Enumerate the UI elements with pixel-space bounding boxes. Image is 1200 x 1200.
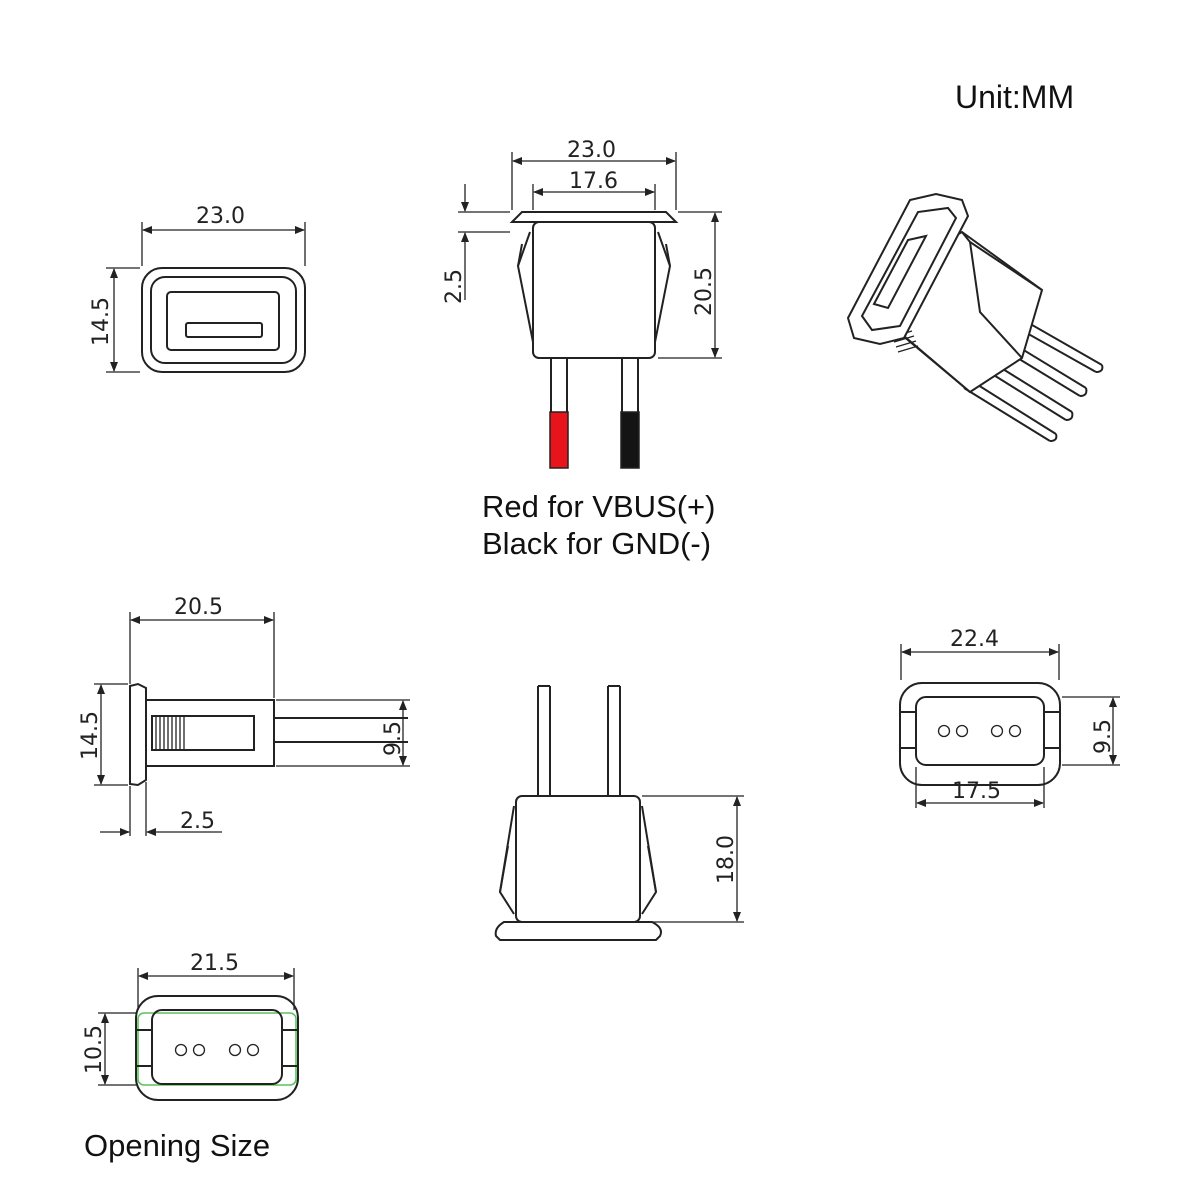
side-outer-width-label: 23.0	[567, 138, 616, 163]
back-view: 22.4 17.5 9.5	[899, 627, 1120, 808]
opening-view: 21.5 10.5	[82, 951, 299, 1101]
side-view: 23.0 17.6 2.5 20.5	[442, 138, 722, 469]
front-width-label: 23.0	[196, 204, 245, 229]
opening-width-label: 21.5	[190, 951, 239, 976]
opening-size-caption: Opening Size	[84, 1128, 270, 1163]
isometric-view	[846, 192, 1104, 442]
back-inner-width-label: 17.5	[952, 779, 1001, 804]
wire-note-red: Red for VBUS(+)	[482, 489, 715, 524]
profile-length-label: 20.5	[174, 595, 223, 620]
opening-height-label: 10.5	[82, 1025, 107, 1074]
side-height-label: 20.5	[692, 267, 717, 316]
side-flange-label: 2.5	[442, 269, 467, 304]
side-inner-width-label: 17.6	[569, 169, 618, 194]
opening-cutout-outline	[137, 1012, 297, 1086]
unit-label: Unit:MM	[955, 79, 1074, 115]
profile-lead-label: 9.5	[381, 721, 406, 756]
red-wire-tip	[549, 411, 569, 469]
profile-flange-label: 2.5	[180, 809, 215, 834]
back-height-label: 9.5	[1091, 719, 1116, 754]
rear-height-label: 18.0	[714, 835, 739, 884]
profile-height-label: 14.5	[78, 711, 103, 760]
black-wire-tip	[620, 411, 640, 469]
back-outer-width-label: 22.4	[950, 627, 999, 652]
rear-view: 18.0	[494, 685, 744, 941]
front-height-label: 14.5	[89, 297, 114, 346]
wire-note-black: Black for GND(-)	[482, 526, 711, 561]
front-view: 23.0 14.5	[89, 204, 306, 373]
profile-view: 20.5 14.5 9.5 2.5	[78, 595, 410, 836]
